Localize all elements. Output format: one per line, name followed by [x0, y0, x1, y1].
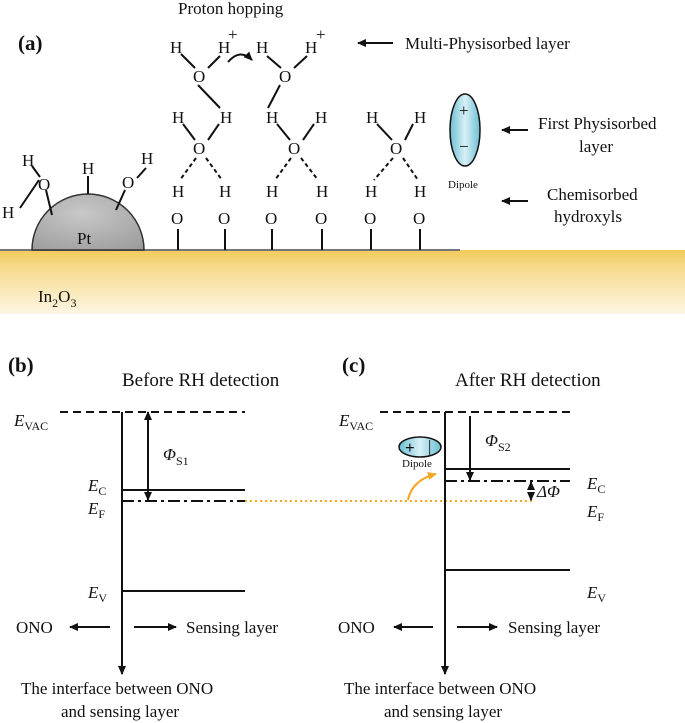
phi-label-b: ΦS1 [163, 445, 189, 468]
multi-physisorbed-water-2: H H + O [256, 25, 326, 109]
dipole-label-a: Dipole [448, 179, 478, 191]
first-physisorbed-water-3: O H H [366, 108, 426, 181]
chem-layer-label-2: hydroxyls [554, 207, 622, 226]
svg-text:H: H [2, 203, 14, 222]
dipole-ellipse-c [398, 436, 442, 458]
in2o3-substrate [0, 250, 685, 314]
dipole-minus-c: | [428, 437, 431, 456]
sensing-label-b: Sensing layer [186, 618, 278, 637]
svg-text:O: O [171, 209, 183, 228]
interface-caption-c-1: The interface between ONO [344, 679, 536, 698]
dipole-label-c: Dipole [402, 458, 432, 470]
pt-label: Pt [77, 229, 91, 248]
evac-label-c: EVAC [338, 411, 373, 433]
pt-hydroxyl-right: O H [115, 149, 153, 211]
svg-text:O: O [315, 209, 327, 228]
svg-text:H: H [219, 182, 231, 201]
svg-text:O: O [218, 209, 230, 228]
substrate-formula: In2O3 [38, 287, 76, 310]
chemisorbed-hydroxyl-3: O H [265, 182, 278, 250]
svg-text:H: H [316, 182, 328, 201]
interface-caption-b-2: and sensing layer [61, 702, 179, 721]
svg-text:H: H [365, 182, 377, 201]
dipole-minus-a: − [459, 137, 469, 156]
phi-label-c: ΦS2 [485, 431, 511, 454]
svg-text:O: O [122, 173, 134, 192]
ev-label-b: EV [87, 583, 107, 605]
svg-text:O: O [364, 209, 376, 228]
svg-text:O: O [265, 209, 277, 228]
ec-label-b: EC [87, 476, 106, 498]
interface-caption-b-1: The interface between ONO [21, 679, 213, 698]
dipole-plus-c: + [405, 438, 415, 457]
svg-text:H: H [172, 182, 184, 201]
pt-hydroxyl-left: O H H [2, 151, 53, 222]
svg-text:O: O [38, 175, 50, 194]
chemisorbed-hydroxyl-5: O H [364, 182, 377, 250]
multi-layer-label: Multi-Physisorbed layer [405, 34, 570, 53]
panel-a-label: (a) [18, 31, 43, 55]
svg-text:H: H [266, 108, 278, 127]
evac-label-b: EVAC [13, 411, 48, 433]
svg-text:H: H [315, 108, 327, 127]
dphi-label: ΔΦ [536, 482, 560, 501]
svg-text:O: O [390, 139, 402, 158]
chemisorbed-hydroxyl-4: O H [315, 182, 328, 250]
proton-hopping-title: Proton hopping [178, 0, 284, 18]
first-physisorbed-water-1: O H H [172, 108, 232, 181]
panel-c-title: After RH detection [455, 370, 601, 391]
panel-c-label: (c) [342, 353, 365, 377]
dipole-plus-a: + [459, 101, 469, 120]
pt-hydrogen-top: H [82, 159, 94, 194]
svg-text:H: H [256, 38, 268, 57]
chemisorbed-hydroxyl-1: O H [171, 182, 184, 250]
svg-text:H: H [414, 182, 426, 201]
chemisorbed-hydroxyl-6: O H [413, 182, 426, 250]
dipole-shift-arrow [407, 472, 437, 501]
first-layer-label-1: First Physisorbed [538, 114, 657, 133]
svg-text:H: H [82, 159, 94, 178]
chemisorbed-hydroxyl-2: O H [218, 182, 231, 250]
svg-text:H: H [414, 108, 426, 127]
ec-label-c: EC [586, 474, 605, 496]
ef-label-c: EF [586, 502, 604, 524]
svg-text:O: O [193, 67, 205, 86]
svg-text:H: H [366, 108, 378, 127]
svg-text:+: + [228, 25, 238, 44]
ef-label-b: EF [87, 499, 105, 521]
ono-label-b: ONO [16, 618, 53, 637]
svg-text:H: H [141, 149, 153, 168]
chem-layer-label-1: Chemisorbed [547, 185, 638, 204]
svg-text:H: H [266, 182, 278, 201]
svg-text:H: H [22, 151, 34, 170]
panel-b-title: Before RH detection [122, 370, 280, 391]
svg-text:O: O [413, 209, 425, 228]
multi-physisorbed-water-1: H H + O [170, 25, 238, 109]
sensing-label-c: Sensing layer [508, 618, 600, 637]
first-layer-label-2: layer [579, 137, 613, 156]
svg-text:H: H [170, 38, 182, 57]
proton-hop-arrow [227, 51, 253, 63]
dipole-ellipse-a [449, 93, 481, 167]
svg-text:+: + [316, 25, 326, 44]
svg-text:H: H [220, 108, 232, 127]
svg-text:O: O [288, 139, 300, 158]
interface-caption-c-2: and sensing layer [384, 702, 502, 721]
panel-b-label: (b) [8, 353, 34, 377]
ono-label-c: ONO [338, 618, 375, 637]
svg-text:O: O [279, 67, 291, 86]
first-physisorbed-water-2: O H H [266, 108, 327, 181]
svg-text:H: H [172, 108, 184, 127]
svg-text:H: H [305, 38, 317, 57]
svg-text:O: O [193, 139, 205, 158]
svg-text:H: H [218, 38, 230, 57]
ev-label-c: EV [586, 583, 606, 605]
